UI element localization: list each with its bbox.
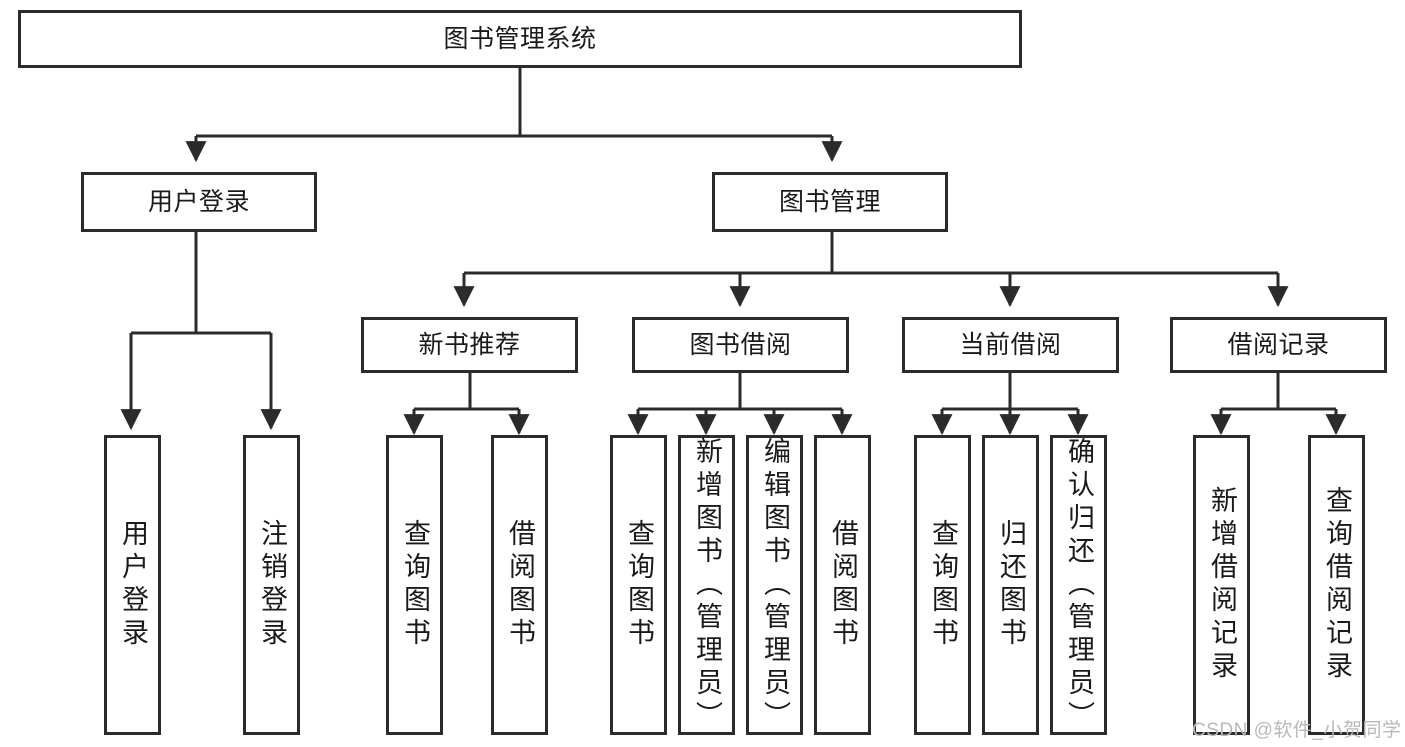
csdn-watermark: CSDN @软件_小贺同学 bbox=[1192, 720, 1402, 741]
node-label: 查询借阅记录 bbox=[1322, 486, 1352, 684]
node-book-management[interactable]: 图书管理 bbox=[712, 172, 948, 232]
node-label: 查询图书 bbox=[624, 519, 654, 651]
node-label: 用户登录 bbox=[118, 519, 148, 651]
node-label: 用户登录 bbox=[147, 188, 250, 216]
node-label: 借阅图书 bbox=[505, 519, 535, 651]
node-label: 借阅图书 bbox=[828, 519, 858, 651]
node-current-borrow[interactable]: 当前借阅 bbox=[902, 317, 1119, 373]
node-label: 查询图书 bbox=[928, 519, 958, 651]
leaf-current-query-book[interactable]: 查询图书 bbox=[914, 435, 971, 735]
node-borrow-records[interactable]: 借阅记录 bbox=[1170, 317, 1387, 373]
leaf-records-add-record[interactable]: 新增借阅记录 bbox=[1193, 435, 1250, 735]
node-book-borrow[interactable]: 图书借阅 bbox=[632, 317, 849, 373]
node-label: 新增图书（管理员） bbox=[692, 436, 722, 734]
leaf-borrow-edit-book-admin[interactable]: 编辑图书（管理员） bbox=[746, 435, 803, 735]
leaf-records-query-record[interactable]: 查询借阅记录 bbox=[1308, 435, 1365, 735]
node-label: 新增借阅记录 bbox=[1207, 486, 1237, 684]
leaf-new-books-query[interactable]: 查询图书 bbox=[386, 435, 443, 735]
leaf-user-logout[interactable]: 注销登录 bbox=[243, 435, 300, 735]
node-label: 编辑图书（管理员） bbox=[760, 436, 790, 734]
node-user-login[interactable]: 用户登录 bbox=[81, 172, 317, 232]
node-new-book-recommend[interactable]: 新书推荐 bbox=[361, 317, 578, 373]
leaf-borrow-add-book-admin[interactable]: 新增图书（管理员） bbox=[678, 435, 735, 735]
node-label: 图书管理系统 bbox=[443, 25, 597, 53]
node-label: 借阅记录 bbox=[1227, 331, 1330, 359]
node-label: 查询图书 bbox=[400, 519, 430, 651]
node-label: 图书管理 bbox=[778, 188, 881, 216]
leaf-borrow-query-book[interactable]: 查询图书 bbox=[610, 435, 667, 735]
leaf-borrow-borrow-book[interactable]: 借阅图书 bbox=[814, 435, 871, 735]
node-label: 归还图书 bbox=[996, 519, 1026, 651]
leaf-current-return-book[interactable]: 归还图书 bbox=[982, 435, 1039, 735]
node-label: 注销登录 bbox=[257, 519, 287, 651]
node-label: 确认归还（管理员） bbox=[1064, 436, 1094, 734]
node-root-system[interactable]: 图书管理系统 bbox=[18, 10, 1022, 68]
leaf-current-confirm-return-admin[interactable]: 确认归还（管理员） bbox=[1050, 435, 1107, 735]
leaf-user-login[interactable]: 用户登录 bbox=[104, 435, 161, 735]
node-label: 图书借阅 bbox=[689, 331, 792, 359]
node-label: 当前借阅 bbox=[959, 331, 1062, 359]
node-label: 新书推荐 bbox=[418, 331, 521, 359]
leaf-new-books-borrow[interactable]: 借阅图书 bbox=[491, 435, 548, 735]
